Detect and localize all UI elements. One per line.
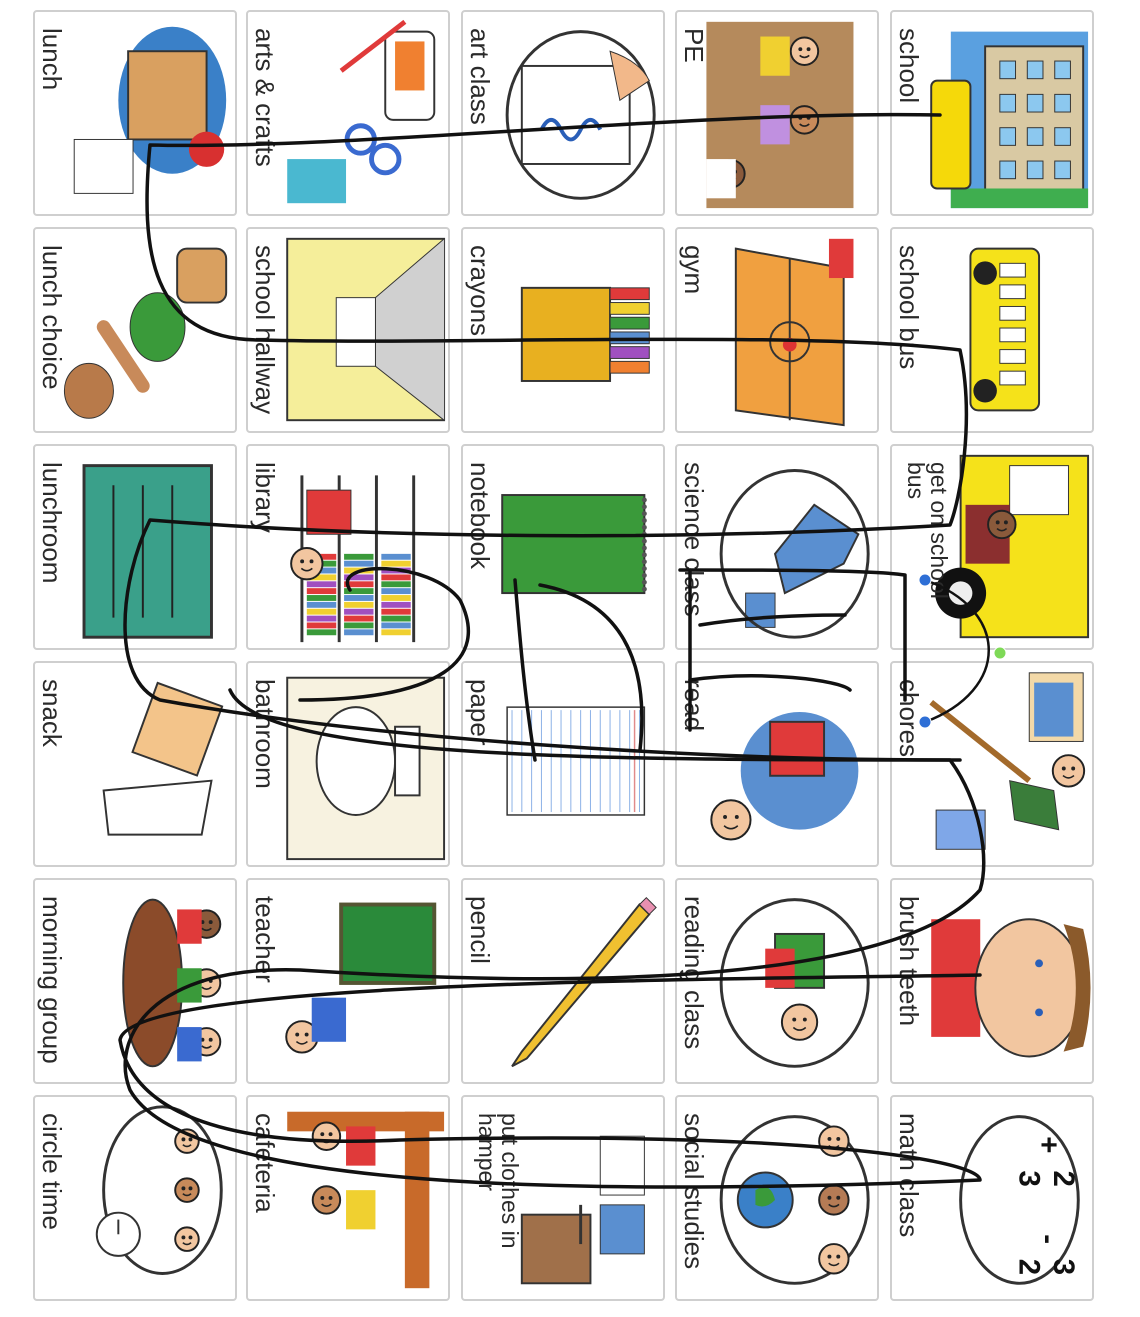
- card-lunchroom[interactable]: lunchroom: [33, 444, 237, 650]
- card-label: chores: [894, 679, 924, 758]
- card-label: bathroom: [250, 679, 280, 789]
- card-arts-crafts[interactable]: arts & crafts: [246, 10, 450, 216]
- card-label: brush teeth: [894, 896, 924, 1027]
- card-label: lunchroom: [37, 462, 67, 584]
- card-label: reading class: [679, 896, 709, 1050]
- card-bathroom[interactable]: bathroom: [246, 661, 450, 867]
- card-label: school hallway: [250, 245, 280, 415]
- card-pe[interactable]: PE: [675, 10, 879, 216]
- card-label: school bus: [894, 245, 924, 370]
- card-label: lunch: [37, 28, 67, 91]
- card-label: arts & crafts: [250, 28, 280, 167]
- card-label: lunch choice: [37, 245, 67, 390]
- svg-text:3: 3: [1047, 1259, 1080, 1275]
- card-paper[interactable]: paper: [461, 661, 665, 867]
- card-brush-teeth[interactable]: brush teeth: [890, 878, 1094, 1084]
- card-label: math class: [894, 1113, 924, 1238]
- card-label: school: [894, 28, 924, 104]
- svg-text:2: 2: [1012, 1259, 1045, 1275]
- card-label: morning group: [37, 896, 67, 1064]
- card-morning-group[interactable]: morning group: [33, 878, 237, 1084]
- card-label: get on school bus: [903, 462, 952, 599]
- card-put-clothes-in-hamper[interactable]: put clothes in hamper: [461, 1095, 665, 1301]
- svg-text:3: 3: [1012, 1171, 1045, 1187]
- card-label: notebook: [465, 462, 495, 569]
- card-label: teacher: [250, 896, 280, 983]
- card-circle-time[interactable]: circle time: [33, 1095, 237, 1301]
- card-school-bus[interactable]: school bus: [890, 227, 1094, 433]
- card-snack[interactable]: snack: [33, 661, 237, 867]
- card-pencil[interactable]: pencil: [461, 878, 665, 1084]
- card-lunch-choice[interactable]: lunch choice: [33, 227, 237, 433]
- card-label: snack: [37, 679, 67, 747]
- card-label: circle time: [37, 1113, 67, 1231]
- card-gym[interactable]: gym: [675, 227, 879, 433]
- card-art-class[interactable]: art class: [461, 10, 665, 216]
- card-label: crayons: [465, 245, 495, 337]
- card-label: gym: [679, 245, 709, 295]
- card-crayons[interactable]: crayons: [461, 227, 665, 433]
- card-read[interactable]: read: [675, 661, 879, 867]
- card-label: read: [679, 679, 709, 732]
- math-icon: +23-32: [959, 1115, 1080, 1285]
- card-science-class[interactable]: science class: [675, 444, 879, 650]
- card-school-hallway[interactable]: school hallway: [246, 227, 450, 433]
- card-label: cafeteria: [250, 1113, 280, 1213]
- card-label: social studies: [679, 1113, 709, 1270]
- card-chores[interactable]: chores: [890, 661, 1094, 867]
- card-teacher[interactable]: teacher: [246, 878, 450, 1084]
- card-get-on-school-bus[interactable]: get on school bus: [890, 444, 1094, 650]
- svg-text:+: +: [1032, 1136, 1065, 1153]
- svg-text:-: -: [1032, 1234, 1065, 1244]
- school-building-icon: [930, 31, 1089, 209]
- card-cafeteria[interactable]: cafeteria: [246, 1095, 450, 1301]
- card-lunch[interactable]: lunch: [33, 10, 237, 216]
- card-label: paper: [465, 679, 495, 746]
- card-label: science class: [679, 462, 709, 617]
- card-notebook[interactable]: notebook: [461, 444, 665, 650]
- svg-text:2: 2: [1047, 1171, 1080, 1187]
- card-label: put clothes in hamper: [474, 1113, 523, 1249]
- card-label: art class: [465, 28, 495, 125]
- card-label: PE: [679, 28, 709, 63]
- card-library[interactable]: library: [246, 444, 450, 650]
- card-label: pencil: [465, 896, 495, 964]
- card-reading-class[interactable]: reading class: [675, 878, 879, 1084]
- card-label: library: [250, 462, 280, 533]
- card-school[interactable]: school: [890, 10, 1094, 216]
- card-social-studies[interactable]: social studies: [675, 1095, 879, 1301]
